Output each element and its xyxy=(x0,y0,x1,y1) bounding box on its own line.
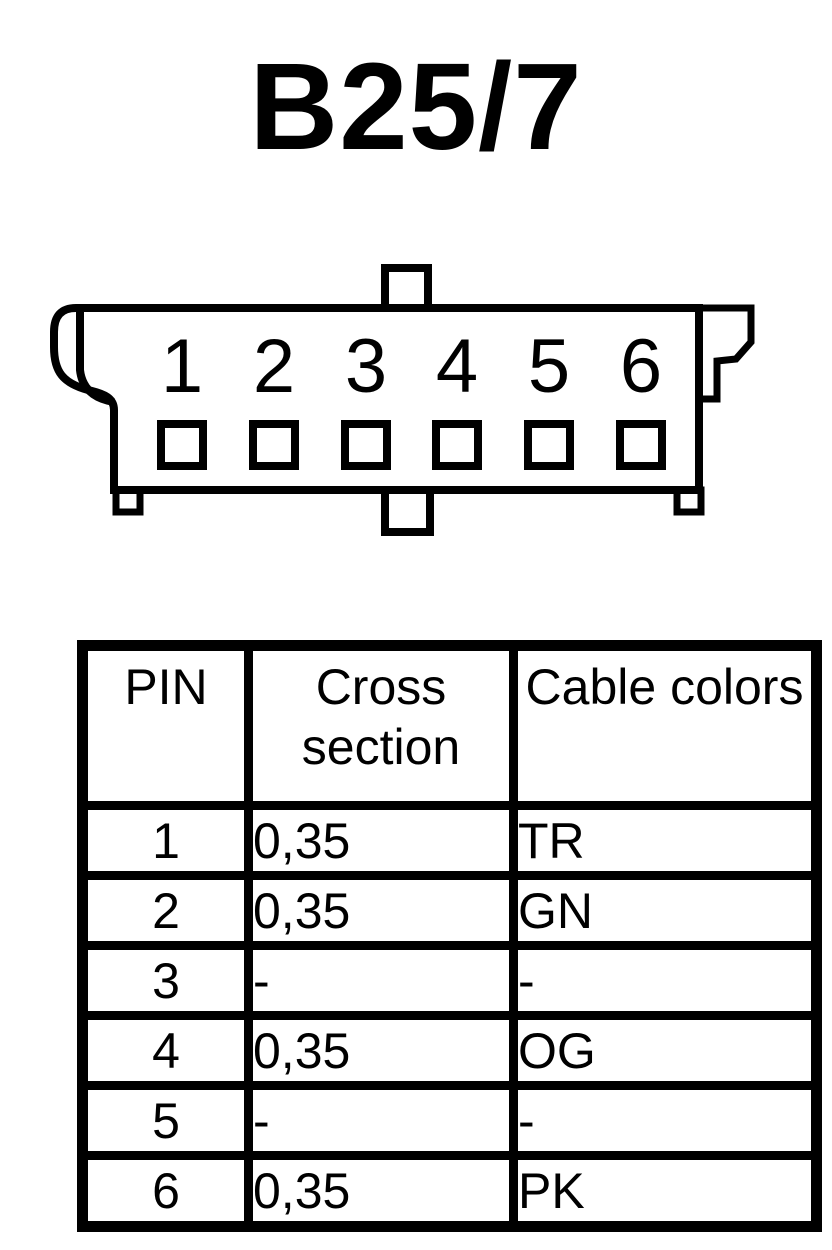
pin-square-1 xyxy=(157,420,207,470)
page-title: B25/7 xyxy=(249,39,583,176)
table-row: 2 0,35 GN xyxy=(78,871,821,950)
pin-cell: 2 xyxy=(78,871,253,950)
pin-number-6: 6 xyxy=(620,324,662,409)
header-pin: PIN xyxy=(78,641,253,810)
pin-number-3: 3 xyxy=(345,324,387,409)
cable-color-cell: PK xyxy=(509,1151,821,1231)
cable-color-cell: OG xyxy=(509,1011,821,1090)
pin-cell: 4 xyxy=(78,1011,253,1090)
pin-cell: 1 xyxy=(78,801,253,880)
pin-cavities xyxy=(157,420,666,470)
pin-square-5 xyxy=(524,420,574,470)
connector-right-latch xyxy=(695,304,755,403)
cross-section-cell: 0,35 xyxy=(244,801,518,880)
cross-section-cell: 0,35 xyxy=(244,1011,518,1090)
cross-section-cell: - xyxy=(244,941,518,1020)
pin-square-6 xyxy=(616,420,666,470)
pin-square-4 xyxy=(432,420,482,470)
pin-square-3 xyxy=(341,420,391,470)
pin-cell: 3 xyxy=(78,941,253,1020)
pin-cell: 6 xyxy=(78,1151,253,1231)
pin-square-2 xyxy=(249,420,299,470)
cross-section-cell: - xyxy=(244,1081,518,1160)
pin-number-1: 1 xyxy=(161,324,203,409)
table-row: 4 0,35 OG xyxy=(78,1011,821,1090)
table-row: 6 0,35 PK xyxy=(78,1151,821,1231)
pin-number-5: 5 xyxy=(528,324,570,409)
table-row: 5 - - xyxy=(78,1081,821,1160)
pin-assignment-table: PIN Cross section Cable colors 1 0,35 TR… xyxy=(77,640,822,1232)
cross-section-cell: 0,35 xyxy=(244,1151,518,1231)
pin-number-labels: 1 2 3 4 5 6 xyxy=(161,324,662,409)
table-header-row: PIN Cross section Cable colors xyxy=(78,641,821,810)
pin-cell: 5 xyxy=(78,1081,253,1160)
cable-color-cell: GN xyxy=(509,871,821,950)
cross-section-cell: 0,35 xyxy=(244,871,518,950)
cable-color-cell: - xyxy=(509,941,821,1020)
table-row: 1 0,35 TR xyxy=(78,801,821,880)
table-row: 3 - - xyxy=(78,941,821,1020)
connector-diagram: 1 2 3 4 5 6 xyxy=(50,264,755,536)
connector-lip-inner-edge xyxy=(76,310,115,406)
cable-color-cell: - xyxy=(509,1081,821,1160)
pin-number-2: 2 xyxy=(253,324,295,409)
pin-number-4: 4 xyxy=(436,324,478,409)
header-cable-colors: Cable colors xyxy=(509,641,821,810)
connector-bottom-tab xyxy=(381,486,434,536)
cable-color-cell: TR xyxy=(509,801,821,880)
header-cross-section: Cross section xyxy=(244,641,518,810)
